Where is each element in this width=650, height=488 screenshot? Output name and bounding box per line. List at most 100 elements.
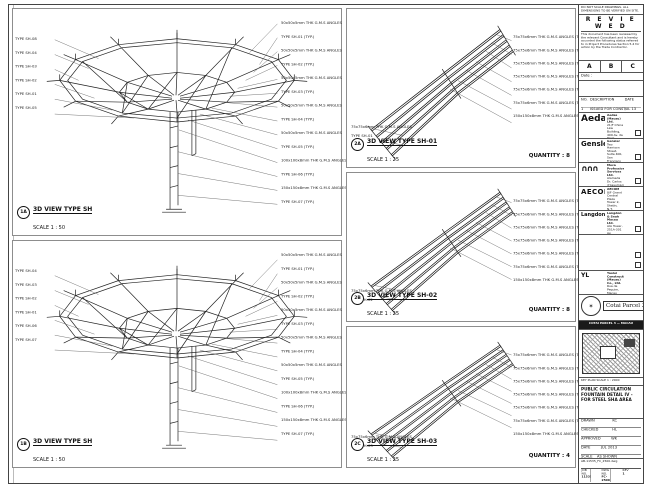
leader-label: TYPE SH-07 (TYP.) — [281, 199, 315, 205]
key-plan-caption-row: KEY PLAN SCALE 1 : 2000 — [579, 378, 643, 386]
detail-bubble: 1B — [17, 438, 30, 451]
leader-label: 150x150x8mm THK G.M.S ANGLES — [513, 113, 579, 119]
consultant-address: Two Harrison Street, Suite 400, San Fran… — [607, 142, 623, 163]
view-caption: 2C 3D VIEW TYPE SH-03 SCALE 1 : 25 — [351, 438, 438, 465]
leader-label: TYPE SH-03 — [15, 282, 37, 288]
drawing-title-line: FOUNTAIN DETAIL IV - — [581, 392, 633, 397]
leader-label: TYPE SH-06 (TYP.) — [281, 404, 315, 409]
rev-col-desc: DESCRIPTION — [589, 98, 615, 102]
view-caption: 1A 3D VIEW TYPE SH SCALE 1 : 50 — [17, 206, 93, 233]
leader-label: 150x150x8mm THK G.M.S ANGLES — [281, 186, 347, 191]
leader-label: 50x50x5mm THK G.M.S ANGLES — [281, 253, 342, 258]
view-panel-e: 75x75x6mm THK G.M.S ANGLES (TYP.) 75x75x6… — [346, 326, 586, 468]
view-caption: 2B 3D VIEW TYPE SH-02 SCALE 1 : 25 — [351, 292, 438, 319]
leader-label: 50x50x5mm THK G.M.S ANGLES — [281, 76, 342, 81]
leader-label: 100x100x8mm THK G.M.S ANGLES — [281, 158, 347, 163]
quantity-note: QUANTITY : 4 — [528, 453, 570, 459]
langdonseah-logo: LangdonSeah — [581, 212, 605, 218]
stamp-checkbox — [635, 262, 641, 268]
company-seal-icon: ✶ — [581, 296, 601, 316]
view-title: 3D VIEW TYPE SH — [33, 438, 93, 446]
leader-label: 75x75x6mm THK G.M.S ANGLES — [351, 289, 412, 294]
leader-label: 50x50x5mm THK G.M.S ANGLES — [281, 363, 342, 368]
consultant-address: 8/F Grand Central Plaza Tower 2, Shatin,… — [607, 190, 622, 211]
leader-label: TYPE SH-02 (TYP.) — [281, 294, 315, 299]
title-block: DO NOT SCALE DRAWINGS. ALL DIMENSIONS TO… — [578, 4, 644, 484]
revision-header-row: NO.DESCRIPTION DATE — [581, 98, 641, 103]
view-scale: SCALE 1 : 50 — [33, 225, 66, 231]
status-option-b: B — [601, 61, 623, 72]
leader-label: TYPE SH-04 (TYP.) — [281, 117, 315, 122]
drawing-file-name: AB-11535_FC_2500.dwg — [581, 459, 618, 463]
date-label: Date : — [581, 73, 592, 78]
contractor-logo: YL — [581, 272, 590, 279]
status-option-a: A — [579, 61, 601, 72]
rev-col-date: DATE — [624, 98, 634, 102]
view-caption: 1B 3D VIEW TYPE SH SCALE 1 : 50 — [17, 438, 93, 465]
leader-label: 150x150x8mm THK G.M.S ANGLES — [513, 277, 579, 283]
leader-label: 75x75x6mm THK G.M.S ANGLES (TYP.) — [513, 74, 586, 79]
leader-label: 75x75x6mm THK G.M.S ANGLES (TYP.) — [513, 35, 586, 40]
view-scale: SCALE 1 : 25 — [367, 311, 400, 317]
leader-label: TYPE SH-08 — [15, 37, 37, 42]
leader-label: TYPE SH-02 (TYP.) — [281, 62, 315, 67]
general-note-text: DO NOT SCALE DRAWINGS. ALL DIMENSIONS TO… — [581, 5, 639, 13]
consultant-name: Langdon & Seah Macau Ltd. — [607, 212, 622, 225]
field-label: CHECKED — [581, 428, 599, 432]
consultant-address: Alameda Dr. Carlos d'Assumpção, Macau — [607, 176, 624, 187]
leader-label: TYPE SH-01 — [15, 310, 37, 315]
leader-label: 50x50x5mm THK G.M.S ANGLES — [281, 335, 342, 340]
leader-label: 75x75x6mm THK G.M.S ANGLES (TYP.) — [513, 238, 586, 243]
view-title: 3D VIEW TYPE SH-01 — [367, 138, 438, 146]
review-status-row: A B C — [579, 61, 643, 73]
reviewed-stamp: R E V I E W E D This document has been r… — [579, 15, 643, 61]
job-no-label: JOB NO. — [581, 468, 587, 475]
leader-label: 75x75x6mm THK G.M.S ANGLES (TYP.) — [513, 379, 586, 384]
leader-label: 75x75x6mm THK G.M.S ANGLES (TYP.) — [513, 366, 586, 371]
leader-label: TYPE SH-07 (TYP.) — [281, 431, 315, 437]
detail-bubble: 2C — [351, 438, 364, 451]
consultant-address: AIA Tower, 251A-301 Av. Comercial de Mac… — [607, 224, 623, 235]
leader-label: TYPE SH-04 — [15, 269, 37, 274]
job-no: 11535 — [581, 474, 592, 479]
leader-label: TYPE SH-07 — [15, 337, 37, 343]
detail-bubble: 1A — [17, 206, 30, 219]
contractor-block: YL Yaolei Construction (Macau) Co., Ltd.… — [579, 271, 643, 295]
drawing-title-line: FOR STEEL SHA AREA — [581, 397, 632, 402]
view-title: 3D VIEW TYPE SH-02 — [367, 292, 438, 300]
leader-label: 75x75x6mm THK G.M.S ANGLES (TYP.) — [513, 353, 586, 358]
leader-label: 75x75x6mm THK G.M.S ANGLES — [351, 435, 412, 440]
drawing-number-section: AB-11535_FC_2500.dwg JOB NO. 11535 DWG N… — [579, 459, 643, 485]
project-seal-label: Cotai Parcel 3 — [603, 301, 643, 311]
view-caption: 2A 3D VIEW TYPE SH-01 SCALE 1 : 25 — [351, 138, 438, 165]
key-plan-parcel-marker — [624, 338, 635, 348]
leader-label: 100x100x8mm THK G.M.S ANGLES — [281, 390, 347, 395]
rev-date: JUL 13 — [624, 107, 637, 112]
leader-label: TYPE SH-04 (TYP.) — [281, 349, 315, 354]
leader-label: TYPE SH-01 — [351, 133, 373, 139]
gensler-logo: Gensler — [581, 140, 605, 148]
dwg-no: FC-2500 — [601, 474, 611, 482]
leader-label: 50x50x5mm THK G.M.S ANGLES — [281, 280, 342, 285]
label-column-bottom-left: 75x75x6mm THK G.M.S ANGLES TYPE SH-01 — [351, 125, 412, 143]
key-plan-caption: KEY PLAN SCALE 1 : 2000 — [581, 378, 620, 382]
rev-col-no: NO. — [581, 98, 588, 102]
consultant-name: Gensler — [607, 140, 620, 143]
field-value: KC — [612, 419, 617, 423]
umbrella-structure — [46, 23, 308, 213]
leader-label: 75x75x6mm THK G.M.S ANGLES — [351, 125, 412, 130]
detail-bubble: 2B — [351, 292, 364, 305]
rev-no: 1 — [581, 107, 584, 112]
leader-label: 75x75x6mm THK G.M.S ANGLES (TYP.) — [513, 199, 586, 204]
